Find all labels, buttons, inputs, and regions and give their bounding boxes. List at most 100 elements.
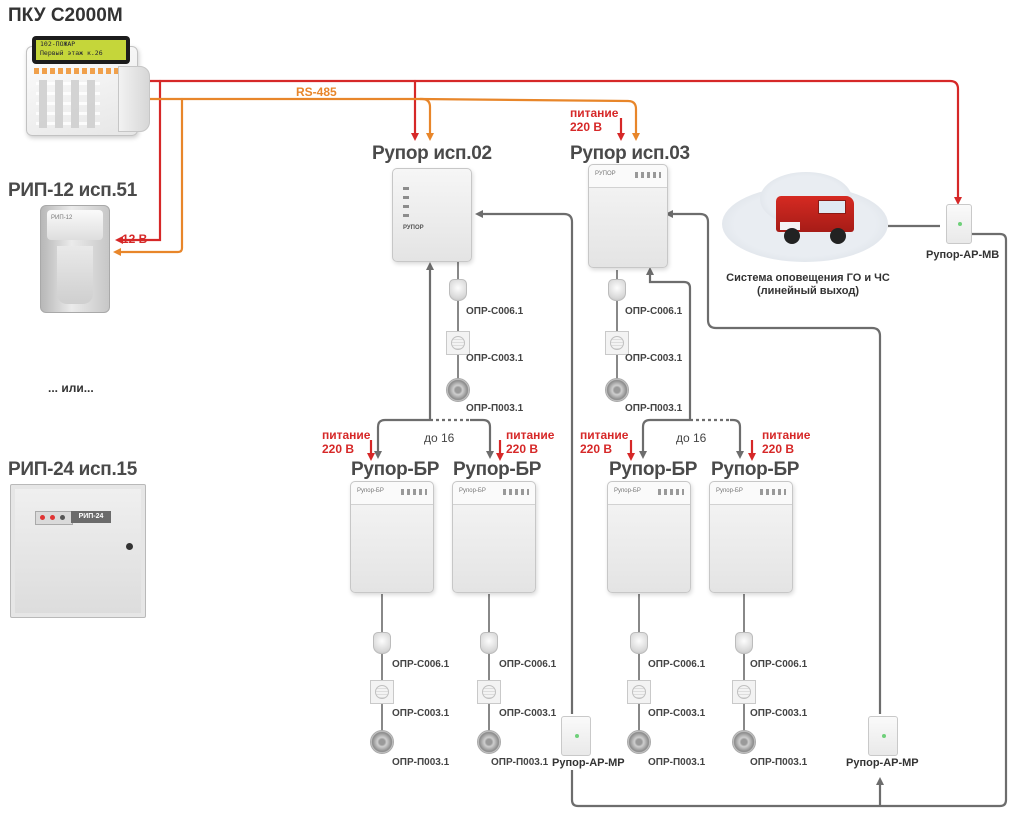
opr-c003-label: ОПР-С003.1 bbox=[392, 708, 450, 719]
rip12-label: РИП-12 исп.51 bbox=[8, 180, 137, 201]
pku-keypad[interactable] bbox=[36, 80, 100, 128]
pku-lcd-line1: 102-ПОЖАР bbox=[40, 40, 76, 48]
opr-c003-label: ОПР-С003.1 bbox=[750, 708, 808, 719]
rupor-br-label-1: Рупор-БР bbox=[351, 459, 440, 480]
opr-p003-label: ОПР-П003.1 bbox=[648, 757, 706, 768]
round-speaker-icon bbox=[446, 378, 470, 402]
go-chs-caption-line2: (линейный выход) bbox=[756, 285, 859, 297]
opr-p003-label: ОПР-П003.1 bbox=[392, 757, 450, 768]
rupor03-label: Рупор исп.03 bbox=[570, 143, 690, 164]
rupor-br-brand: Рупор-БР bbox=[459, 488, 486, 494]
power-text: питание bbox=[322, 428, 371, 442]
opr-c006-label: ОПР-С006.1 bbox=[625, 306, 683, 317]
rupor03-header bbox=[589, 165, 667, 188]
rupor-br-device-1[interactable]: Рупор-БР bbox=[350, 481, 434, 593]
power-text: питание bbox=[580, 428, 629, 442]
opr-c003-label: ОПР-С003.1 bbox=[466, 353, 524, 364]
rupor02-device[interactable]: РУПОР bbox=[392, 168, 472, 262]
round-speaker-icon bbox=[370, 730, 394, 754]
go-chs-caption: Система оповещения ГО и ЧС (линейный вых… bbox=[720, 272, 896, 298]
rupor-br-brand: Рупор-БР bbox=[716, 488, 743, 494]
rupor02-label: Рупор исп.02 bbox=[372, 143, 492, 164]
voltage-text: 220 В bbox=[580, 442, 613, 456]
opr-c006-label: ОПР-С006.1 bbox=[392, 659, 450, 670]
rupor03-brand: РУПОР bbox=[595, 171, 616, 177]
pku-lcd-line2: Первый этаж к.26 bbox=[40, 49, 103, 57]
rupor-ar-mv-device[interactable] bbox=[946, 204, 972, 244]
opr-c006-label: ОПР-С006.1 bbox=[499, 659, 557, 670]
rip24-badge: РИП-24 bbox=[71, 511, 111, 523]
round-speaker-icon bbox=[477, 730, 501, 754]
fire-truck-image bbox=[770, 186, 862, 252]
pku-device[interactable]: 102-ПОЖАР Первый этаж к.26 bbox=[22, 36, 150, 140]
rip12-top-panel bbox=[47, 210, 103, 240]
rip24-device[interactable]: РИП-24 bbox=[10, 484, 146, 618]
ceiling-speaker-box-icon bbox=[370, 680, 394, 704]
rupor-br-device-2[interactable]: Рупор-БР bbox=[452, 481, 536, 593]
rupor-ar-mr-device-right[interactable] bbox=[868, 716, 898, 756]
rupor-br-brand: Рупор-БР bbox=[357, 488, 384, 494]
voltage-text: 220 В bbox=[506, 442, 539, 456]
rip24-label: РИП-24 исп.15 bbox=[8, 459, 137, 480]
ceiling-speaker-box-icon bbox=[477, 680, 501, 704]
rupor03-leds bbox=[635, 172, 661, 178]
power-text: питание bbox=[506, 428, 555, 442]
horn-speaker-icon bbox=[608, 279, 626, 301]
rupor03-device[interactable]: РУПОР bbox=[588, 164, 668, 268]
or-text: ... или... bbox=[48, 381, 94, 395]
rupor-br-device-3[interactable]: Рупор-БР bbox=[607, 481, 691, 593]
opr-c003-label: ОПР-С003.1 bbox=[499, 708, 557, 719]
ceiling-speaker-box-icon bbox=[605, 331, 629, 355]
voltage-text: 220 В bbox=[570, 120, 603, 134]
v12-label: 12 В bbox=[122, 232, 148, 246]
rupor-ar-mr-device-left[interactable] bbox=[561, 716, 591, 756]
rupor-br-label-4: Рупор-БР bbox=[711, 459, 800, 480]
rupor-ar-mr-label-left: Рупор-АР-МР bbox=[552, 757, 625, 769]
branch-count-right: до 16 bbox=[676, 431, 707, 445]
pku-lcd: 102-ПОЖАР Первый этаж к.26 bbox=[36, 40, 126, 60]
rip12-device[interactable]: РИП-12 bbox=[40, 205, 110, 313]
opr-p003-label: ОПР-П003.1 bbox=[750, 757, 808, 768]
rupor-ar-mr-label-right: Рупор-АР-МР bbox=[846, 757, 919, 769]
pku-side-panel bbox=[118, 66, 150, 132]
horn-speaker-icon bbox=[630, 632, 648, 654]
voltage-text: 220 В bbox=[322, 442, 355, 456]
power-text: питание bbox=[570, 106, 619, 120]
go-chs-caption-line1: Система оповещения ГО и ЧС bbox=[726, 272, 890, 284]
opr-p003-label: ОПР-П003.1 bbox=[491, 757, 549, 768]
rupor-br-brand: Рупор-БР bbox=[614, 488, 641, 494]
voltage-text: 220 В bbox=[762, 442, 795, 456]
rupor-br-device-4[interactable]: Рупор-БР bbox=[709, 481, 793, 593]
horn-speaker-icon bbox=[480, 632, 498, 654]
rupor02-front-label: РУПОР bbox=[403, 225, 424, 231]
pku-led-row bbox=[34, 68, 122, 74]
rupor-br-label-3: Рупор-БР bbox=[609, 459, 698, 480]
branch-count-left: до 16 bbox=[424, 431, 455, 445]
ceiling-speaker-box-icon bbox=[732, 680, 756, 704]
ceiling-speaker-box-icon bbox=[446, 331, 470, 355]
opr-c003-label: ОПР-С003.1 bbox=[648, 708, 706, 719]
opr-p003-label: ОПР-П003.1 bbox=[625, 403, 683, 414]
power-text: питание bbox=[762, 428, 811, 442]
opr-c006-label: ОПР-С006.1 bbox=[648, 659, 706, 670]
round-speaker-icon bbox=[627, 730, 651, 754]
rip12-front-cover bbox=[57, 246, 93, 304]
rip24-indicator-panel bbox=[35, 511, 73, 525]
power-bus-line bbox=[115, 79, 962, 244]
rip12-front-label: РИП-12 bbox=[51, 215, 73, 221]
rs485-label: RS-485 bbox=[296, 85, 337, 99]
audio-lines bbox=[374, 210, 1008, 808]
opr-c006-label: ОПР-С006.1 bbox=[750, 659, 808, 670]
rip24-lock[interactable] bbox=[126, 543, 133, 550]
horn-speaker-icon bbox=[373, 632, 391, 654]
opr-c003-label: ОПР-С003.1 bbox=[625, 353, 683, 364]
rs485-line bbox=[113, 97, 640, 256]
rupor-br-label-2: Рупор-БР bbox=[453, 459, 542, 480]
round-speaker-icon bbox=[605, 378, 629, 402]
